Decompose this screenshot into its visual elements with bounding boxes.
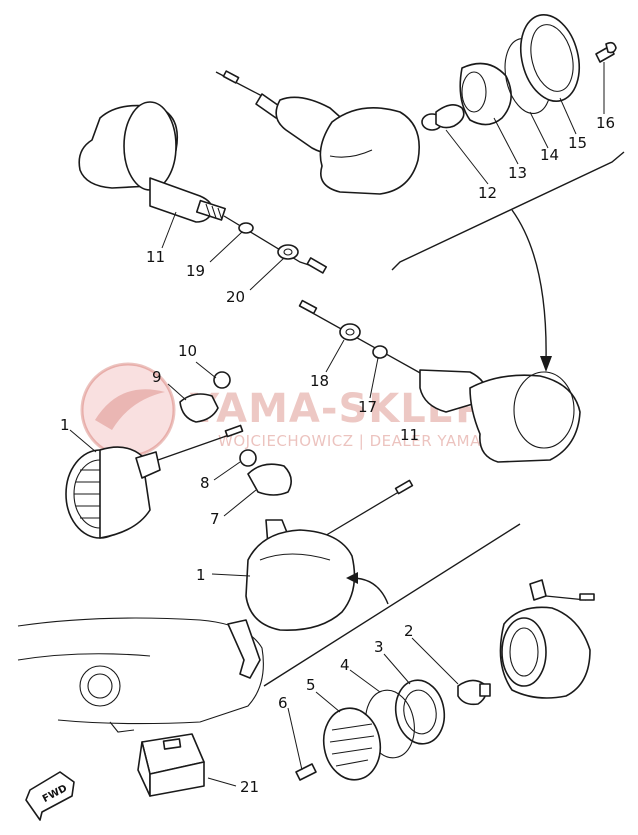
collar-20 bbox=[277, 244, 299, 260]
callout-14: 14 bbox=[540, 146, 559, 164]
watermark-dealer: WOJCIECHOWICZ | DEALER YAMAHA bbox=[218, 432, 504, 450]
lower-arrow-head bbox=[346, 572, 358, 584]
callout-16: 16 bbox=[596, 114, 615, 132]
cap-8 bbox=[239, 449, 257, 467]
callout-11-upper: 11 bbox=[146, 248, 165, 266]
assembly-arrow bbox=[511, 209, 547, 363]
assembly-arrow-head bbox=[540, 356, 552, 372]
callout-11-middle: 11 bbox=[400, 426, 419, 444]
flasher-relay-21 bbox=[137, 733, 205, 797]
rear-right-flasher-body bbox=[215, 70, 420, 195]
lens-5 bbox=[322, 707, 382, 781]
socket-13 bbox=[459, 62, 512, 126]
callout-12: 12 bbox=[478, 184, 497, 202]
washer-17 bbox=[372, 345, 388, 359]
lens-15 bbox=[520, 13, 580, 103]
callout-6: 6 bbox=[278, 694, 288, 712]
frame-outline bbox=[17, 617, 264, 733]
lower-bracket-line bbox=[263, 523, 521, 687]
callout-20: 20 bbox=[226, 288, 245, 306]
callout-18: 18 bbox=[310, 372, 329, 390]
cap-10 bbox=[213, 371, 231, 389]
grommet-19 bbox=[238, 222, 254, 234]
callout-8: 8 bbox=[200, 474, 210, 492]
flasher-body-1 bbox=[245, 479, 414, 631]
callout-17: 17 bbox=[358, 398, 377, 416]
callout-7: 7 bbox=[210, 510, 220, 528]
rear-left-flasher-body bbox=[78, 101, 328, 274]
forward-arrow-icon: FWD bbox=[25, 771, 75, 821]
leader-lines bbox=[69, 62, 605, 787]
grommet-18 bbox=[339, 323, 361, 341]
callout-5: 5 bbox=[306, 676, 316, 694]
front-flasher-body bbox=[298, 299, 581, 463]
callout-21: 21 bbox=[240, 778, 259, 796]
holder-7 bbox=[247, 463, 292, 496]
lamp-housing-lower-right bbox=[499, 579, 595, 699]
callout-4: 4 bbox=[340, 656, 350, 674]
callout-9: 9 bbox=[152, 368, 162, 386]
callout-13: 13 bbox=[508, 164, 527, 182]
callout-19: 19 bbox=[186, 262, 205, 280]
socket-3 bbox=[394, 679, 446, 745]
callout-2: 2 bbox=[404, 622, 414, 640]
callout-15: 15 bbox=[568, 134, 587, 152]
callout-1-lower: 1 bbox=[196, 566, 206, 584]
screw-6 bbox=[295, 763, 317, 781]
flasher-lamp-housing bbox=[65, 424, 244, 539]
bulb-2 bbox=[457, 679, 491, 706]
watermark-logo-swoosh bbox=[95, 389, 165, 430]
callout-10: 10 bbox=[178, 342, 197, 360]
screw-16 bbox=[595, 41, 617, 63]
callout-numbers: 11 19 20 12 13 14 15 16 10 9 1 18 17 11 … bbox=[60, 114, 615, 796]
upper-bracket-line bbox=[391, 151, 625, 271]
callout-1-upper: 1 bbox=[60, 416, 70, 434]
callout-3: 3 bbox=[374, 638, 384, 656]
bulb-12 bbox=[421, 104, 465, 131]
holder-9 bbox=[179, 393, 219, 423]
